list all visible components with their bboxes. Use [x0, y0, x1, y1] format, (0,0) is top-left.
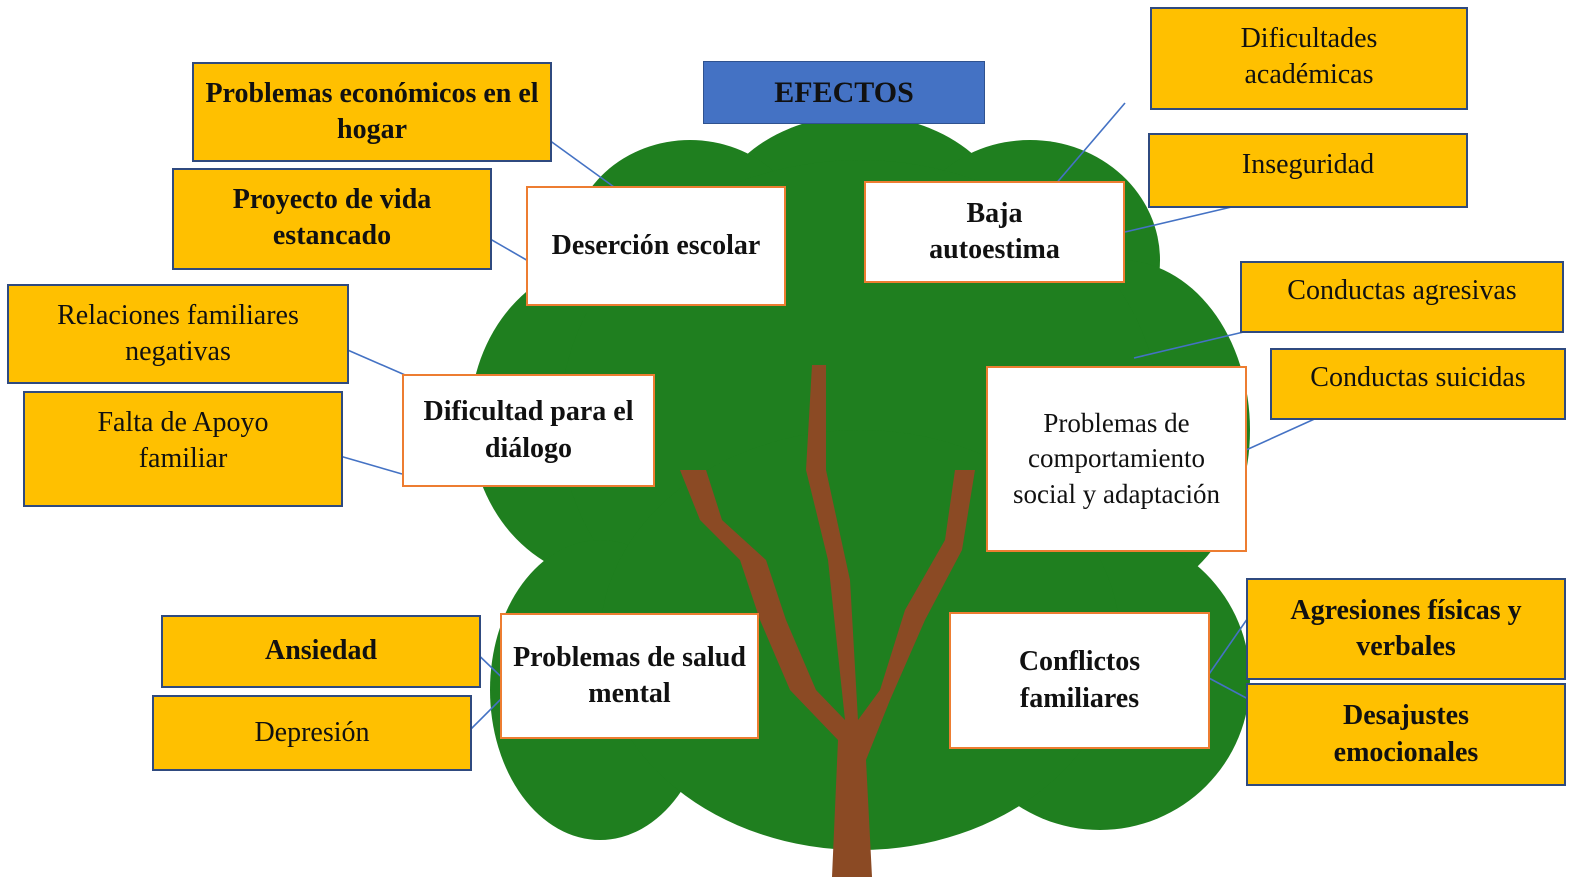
cause-dificultades-academicas: Dificultades académicas: [1150, 7, 1468, 110]
cause-relaciones-familiares: Relaciones familiares negativas: [7, 284, 349, 384]
cause-inseguridad: Inseguridad: [1148, 133, 1468, 208]
cause-conductas-agresivas: Conductas agresivas: [1240, 261, 1564, 333]
effect-baja-autoestima: Baja autoestima: [864, 181, 1125, 283]
effect-salud-mental: Problemas de salud mental: [500, 613, 759, 739]
effect-problemas-comportamiento: Problemas de comportamiento social y ada…: [986, 366, 1247, 552]
cause-problemas-economicos: Problemas económicos en el hogar: [192, 62, 552, 162]
cause-ansiedad: Ansiedad: [161, 615, 481, 688]
cause-falta-apoyo: Falta de Apoyo familiar: [23, 391, 343, 507]
effect-dificultad-dialogo: Dificultad para el diálogo: [402, 374, 655, 487]
title-box: EFECTOS: [703, 61, 985, 124]
effect-desercion-escolar: Deserción escolar: [526, 186, 786, 306]
effect-conflictos-familiares: Conflictos familiares: [949, 612, 1210, 749]
cause-agresiones-fisicas: Agresiones físicas y verbales: [1246, 578, 1566, 680]
cause-proyecto-vida: Proyecto de vida estancado: [172, 168, 492, 270]
cause-conductas-suicidas: Conductas suicidas: [1270, 348, 1566, 420]
cause-desajustes-emocionales: Desajustes emocionales: [1246, 683, 1566, 786]
tree-trunk: [680, 365, 975, 877]
cause-depresion: Depresión: [152, 695, 472, 771]
